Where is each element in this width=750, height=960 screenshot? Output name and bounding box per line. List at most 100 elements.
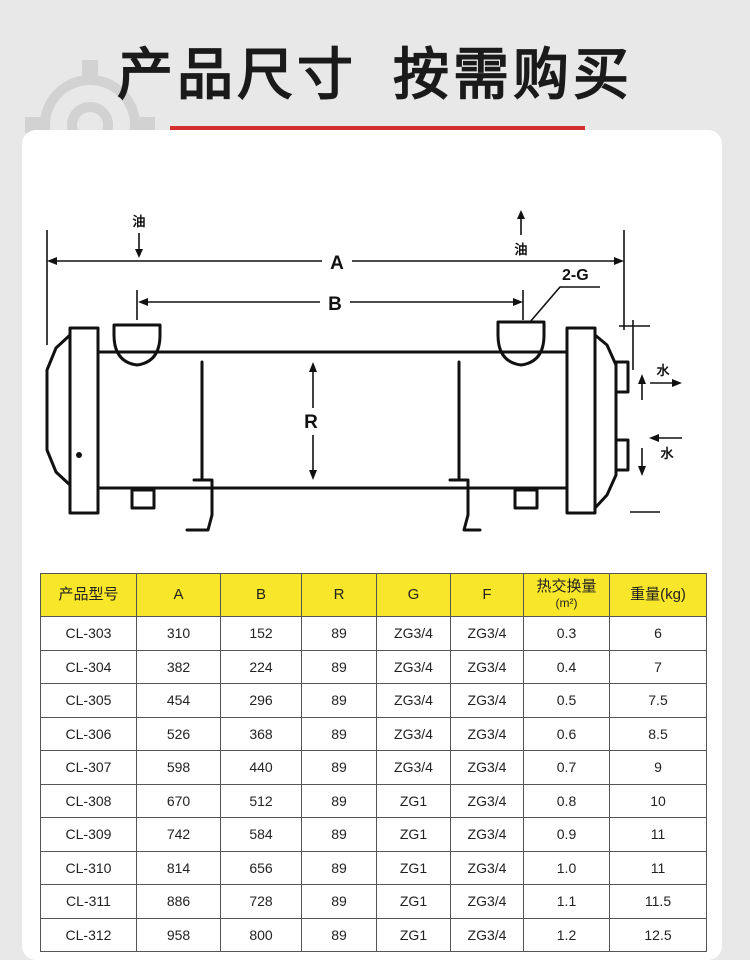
cell-r: 89	[301, 783, 377, 818]
cell-f: ZG3/4	[450, 649, 524, 684]
water-inlet-label: 水	[660, 446, 674, 461]
water-outlet-port	[614, 360, 630, 394]
right-foot	[448, 478, 482, 532]
right-nozzle	[496, 320, 546, 367]
title-product-size: 产品尺寸	[117, 43, 357, 108]
cell-weight: 12.5	[609, 917, 707, 952]
water-outlet-label: 水	[656, 363, 670, 378]
cell-a: 382	[136, 649, 221, 684]
cell-weight: 8.5	[609, 716, 707, 751]
cell-weight: 11	[609, 817, 707, 852]
cell-a: 886	[136, 884, 221, 919]
water-inlet-port	[614, 438, 630, 472]
cell-model: CL-311	[40, 884, 137, 919]
cell-heat-exchange: 0.4	[523, 649, 610, 684]
dimension-label-a: A	[330, 253, 344, 274]
cell-b: 368	[220, 716, 302, 751]
cell-a: 526	[136, 716, 221, 751]
cell-model: CL-306	[40, 716, 137, 751]
cell-g: ZG1	[376, 783, 451, 818]
column-header-g: G	[376, 573, 451, 617]
cell-g: ZG3/4	[376, 716, 451, 751]
cell-f: ZG3/4	[450, 716, 524, 751]
cell-f: ZG3/4	[450, 750, 524, 785]
cell-r: 89	[301, 683, 377, 718]
cell-a: 598	[136, 750, 221, 785]
column-header-b: B	[220, 573, 302, 617]
oil-outlet-label: 油	[514, 242, 527, 257]
cell-weight: 7	[609, 649, 707, 684]
cell-f: ZG3/4	[450, 917, 524, 952]
heat-exchanger-dimension-diagram: A B R 2-G 油 油 水 水	[45, 210, 682, 532]
column-header-model: 产品型号	[40, 573, 137, 617]
cell-f: ZG3/4	[450, 783, 524, 818]
cell-weight: 11	[609, 850, 707, 885]
cell-heat-exchange: 1.2	[523, 917, 610, 952]
cell-heat-exchange: 0.3	[523, 616, 610, 651]
cell-b: 152	[220, 616, 302, 651]
oil-inlet-label: 油	[132, 214, 145, 229]
cell-a: 958	[136, 917, 221, 952]
cell-b: 296	[220, 683, 302, 718]
table-header-row: 产品型号 A B R G F 热交换量(m²) 重量(kg)	[40, 573, 707, 617]
cell-g: ZG3/4	[376, 750, 451, 785]
cell-r: 89	[301, 884, 377, 919]
cell-a: 310	[136, 616, 221, 651]
cell-b: 728	[220, 884, 302, 919]
heat-exchange-unit: (m²)	[555, 596, 578, 610]
column-header-f: F	[450, 573, 524, 617]
cell-heat-exchange: 0.7	[523, 750, 610, 785]
cell-a: 814	[136, 850, 221, 885]
left-flange	[68, 326, 100, 515]
cell-r: 89	[301, 649, 377, 684]
cell-weight: 7.5	[609, 683, 707, 718]
page-title: 产品尺寸按需购买	[0, 30, 750, 111]
cell-r: 89	[301, 616, 377, 651]
cell-g: ZG3/4	[376, 683, 451, 718]
cell-model: CL-308	[40, 783, 137, 818]
cell-a: 670	[136, 783, 221, 818]
cell-f: ZG3/4	[450, 616, 524, 651]
right-end-cap	[593, 333, 618, 510]
cell-g: ZG3/4	[376, 616, 451, 651]
column-header-weight: 重量(kg)	[609, 573, 707, 617]
cell-g: ZG3/4	[376, 649, 451, 684]
cell-model: CL-312	[40, 917, 137, 952]
cell-model: CL-303	[40, 616, 137, 651]
cell-weight: 9	[609, 750, 707, 785]
cell-r: 89	[301, 716, 377, 751]
cell-g: ZG1	[376, 850, 451, 885]
cell-a: 742	[136, 817, 221, 852]
cell-model: CL-310	[40, 850, 137, 885]
cell-b: 800	[220, 917, 302, 952]
cell-heat-exchange: 0.8	[523, 783, 610, 818]
left-foot	[185, 478, 214, 532]
cell-g: ZG1	[376, 817, 451, 852]
cell-heat-exchange: 0.9	[523, 817, 610, 852]
column-header-a: A	[136, 573, 221, 617]
cell-model: CL-304	[40, 649, 137, 684]
cell-f: ZG3/4	[450, 884, 524, 919]
dimension-label-r: R	[304, 412, 318, 433]
cell-b: 224	[220, 649, 302, 684]
cell-b: 440	[220, 750, 302, 785]
cell-f: ZG3/4	[450, 817, 524, 852]
cell-heat-exchange: 0.6	[523, 716, 610, 751]
cell-model: CL-307	[40, 750, 137, 785]
column-header-heat-exchange: 热交换量(m²)	[523, 573, 610, 617]
cell-r: 89	[301, 817, 377, 852]
cell-g: ZG1	[376, 917, 451, 952]
cell-b: 584	[220, 817, 302, 852]
cell-heat-exchange: 0.5	[523, 683, 610, 718]
cell-r: 89	[301, 917, 377, 952]
right-flange	[565, 326, 597, 515]
cell-b: 512	[220, 783, 302, 818]
